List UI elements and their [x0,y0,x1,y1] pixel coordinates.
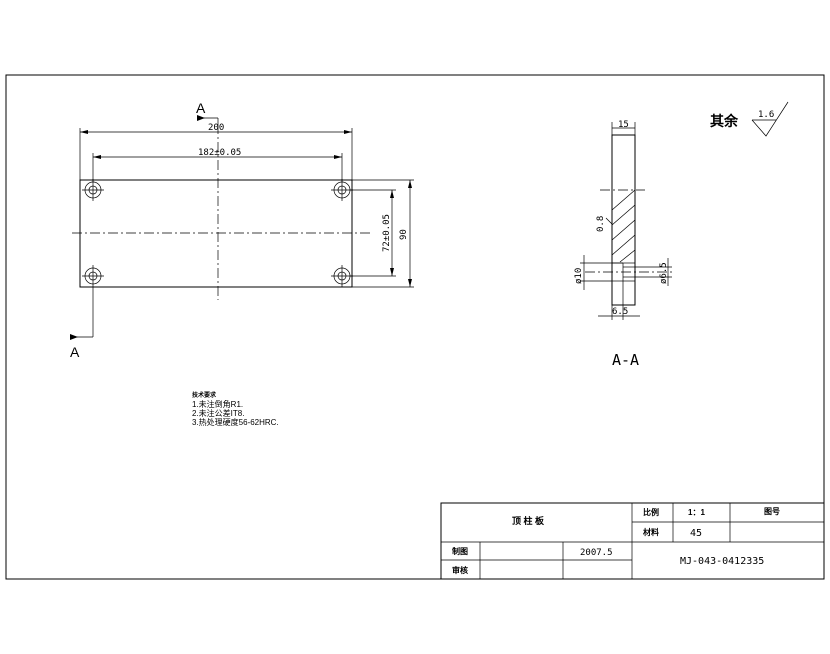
dim-6-5-text: 6.5 [612,307,628,317]
section-arrow-top: A [196,100,219,124]
title-block: 顶 柱 板 比例 1：1 图号 材料 45 制图 2007.5 审核 MJ-04… [440,502,825,580]
roughness-face-symbol: 0.8 [596,206,613,232]
front-view: A A 200 182±0.05 [70,100,414,360]
dim-72-text: 72±0.05 [382,214,392,252]
dim-182-text: 182±0.05 [198,148,241,158]
section-title: A-A [612,351,639,369]
dimension-hole-spacing-x: 182±0.05 [92,148,343,182]
dim-200-text: 200 [208,123,224,133]
notes-heading: 技术要求 [192,391,217,399]
roughness-value: 1.6 [758,110,774,120]
dimension-thickness: 15 [611,120,636,135]
hole-top-left [82,179,104,201]
drawing-no-label: 图号 [764,507,780,516]
dimension-phi-large: ø10 [574,255,612,290]
dimension-overall-height: 90 [352,179,414,288]
hatch-upper [611,189,636,263]
material-value: 45 [690,528,702,539]
checked-label: 审核 [452,565,468,575]
dim-90-text: 90 [399,229,409,240]
dimension-phi-small: ø6.5 [635,258,672,286]
dimension-depth: 6.5 [598,281,640,320]
plate-outline [79,179,353,288]
dimension-hole-spacing-y: 72±0.05 [350,189,396,277]
section-view: 15 0.8 ø10 ø6.5 6.5 A-A [574,120,672,369]
technical-notes: 技术要求 1.未注倒角R1. 2.未注公差IT8. 3.热处理硬度56-62HR… [192,391,279,427]
dim-phi6-5-text: ø6.5 [659,262,669,284]
drawn-label: 制图 [452,546,468,556]
section-outline [611,134,636,306]
section-arrow-bottom: A [70,287,94,360]
part-name: 顶 柱 板 [512,515,545,526]
hole-bottom-right [331,265,353,287]
roughness-face-text: 0.8 [596,216,606,232]
section-label-top: A [196,100,206,116]
general-roughness-symbol: 其余 1.6 [710,101,789,137]
notes-line-1: 1.未注倒角R1. [192,399,243,409]
hole-top-right [331,179,353,201]
notes-line-2: 2.未注公差IT8. [192,408,244,418]
drawing-number: MJ-043-0412335 [680,556,764,567]
material-label: 材料 [643,527,659,537]
scale-label: 比例 [643,507,659,517]
hole-bottom-left [82,265,104,287]
date-value: 2007.5 [580,548,613,558]
scale-value: 1：1 [688,508,705,517]
dim-15-text: 15 [618,120,629,130]
roughness-label: 其余 [710,113,739,129]
dimension-overall-width: 200 [79,123,353,180]
section-label-bottom: A [70,344,80,360]
notes-line-3: 3.热处理硬度56-62HRC. [192,417,279,427]
drawing-border [5,74,825,580]
dim-phi10-text: ø10 [574,268,584,284]
